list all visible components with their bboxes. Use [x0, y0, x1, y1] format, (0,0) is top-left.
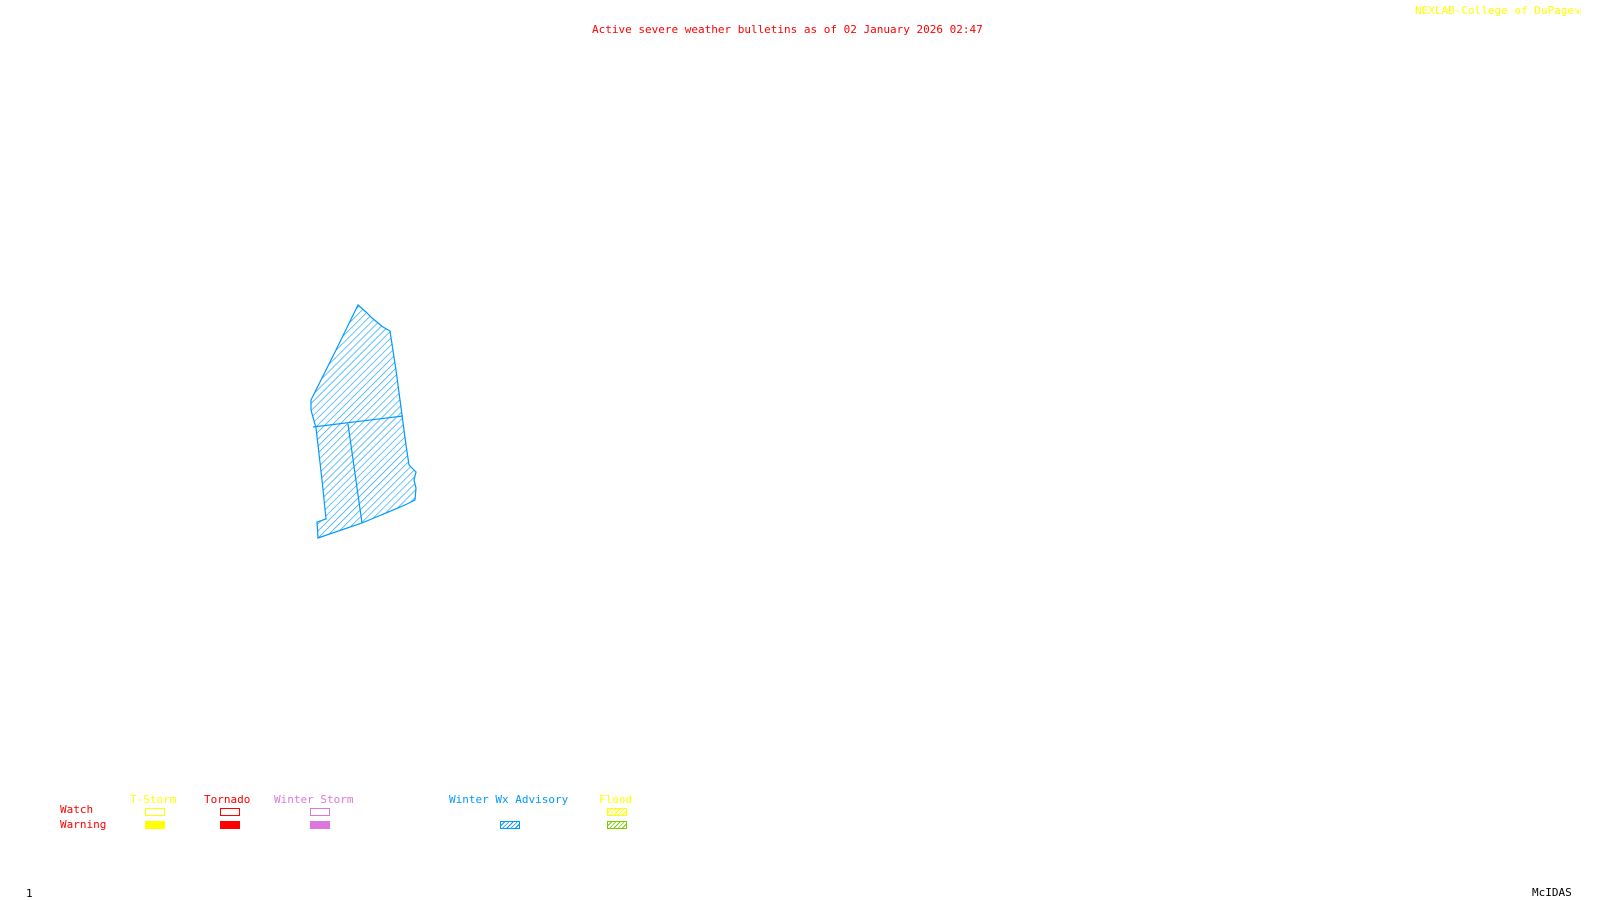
external-link-icon[interactable]: ⇲ — [1573, 4, 1581, 17]
legend-tornado-watch — [220, 808, 240, 816]
legend-winter-storm-watch — [310, 808, 330, 816]
legend-tstorm-watch — [145, 808, 165, 816]
legend-tornado-label: Tornado — [204, 793, 251, 806]
credit-text: NEXLAB-College of DuPage — [1415, 4, 1574, 17]
advisory-polygon[interactable] — [310, 304, 417, 539]
legend-tstorm-label: T-Storm — [130, 793, 177, 806]
page-title: Active severe weather bulletins as of 02… — [592, 23, 983, 36]
legend-flood-warning — [607, 821, 627, 829]
legend-winter-advisory-warning — [500, 821, 520, 829]
legend-winter-storm-warning — [310, 821, 330, 829]
legend-winter-advisory-label: Winter Wx Advisory — [449, 793, 569, 806]
legend-row-watch: Watch — [60, 803, 94, 816]
winter-wx-advisory-area[interactable] — [310, 304, 417, 539]
zone-border — [347, 423, 363, 524]
legend-tornado-warning — [220, 821, 240, 829]
legend-flood-watch — [607, 808, 627, 816]
credit-label[interactable]: NEXLAB-College of DuPage⇲ — [1415, 5, 1581, 17]
legend-row-warning: Warning — [60, 818, 107, 831]
legend-tstorm-warning — [145, 821, 165, 829]
legend-winter-storm-label: Winter Storm — [274, 793, 354, 806]
frame-number: 1 — [26, 887, 33, 900]
software-label: McIDAS — [1532, 886, 1572, 899]
legend-flood-label: Flood — [599, 793, 633, 806]
zone-border — [312, 415, 404, 428]
